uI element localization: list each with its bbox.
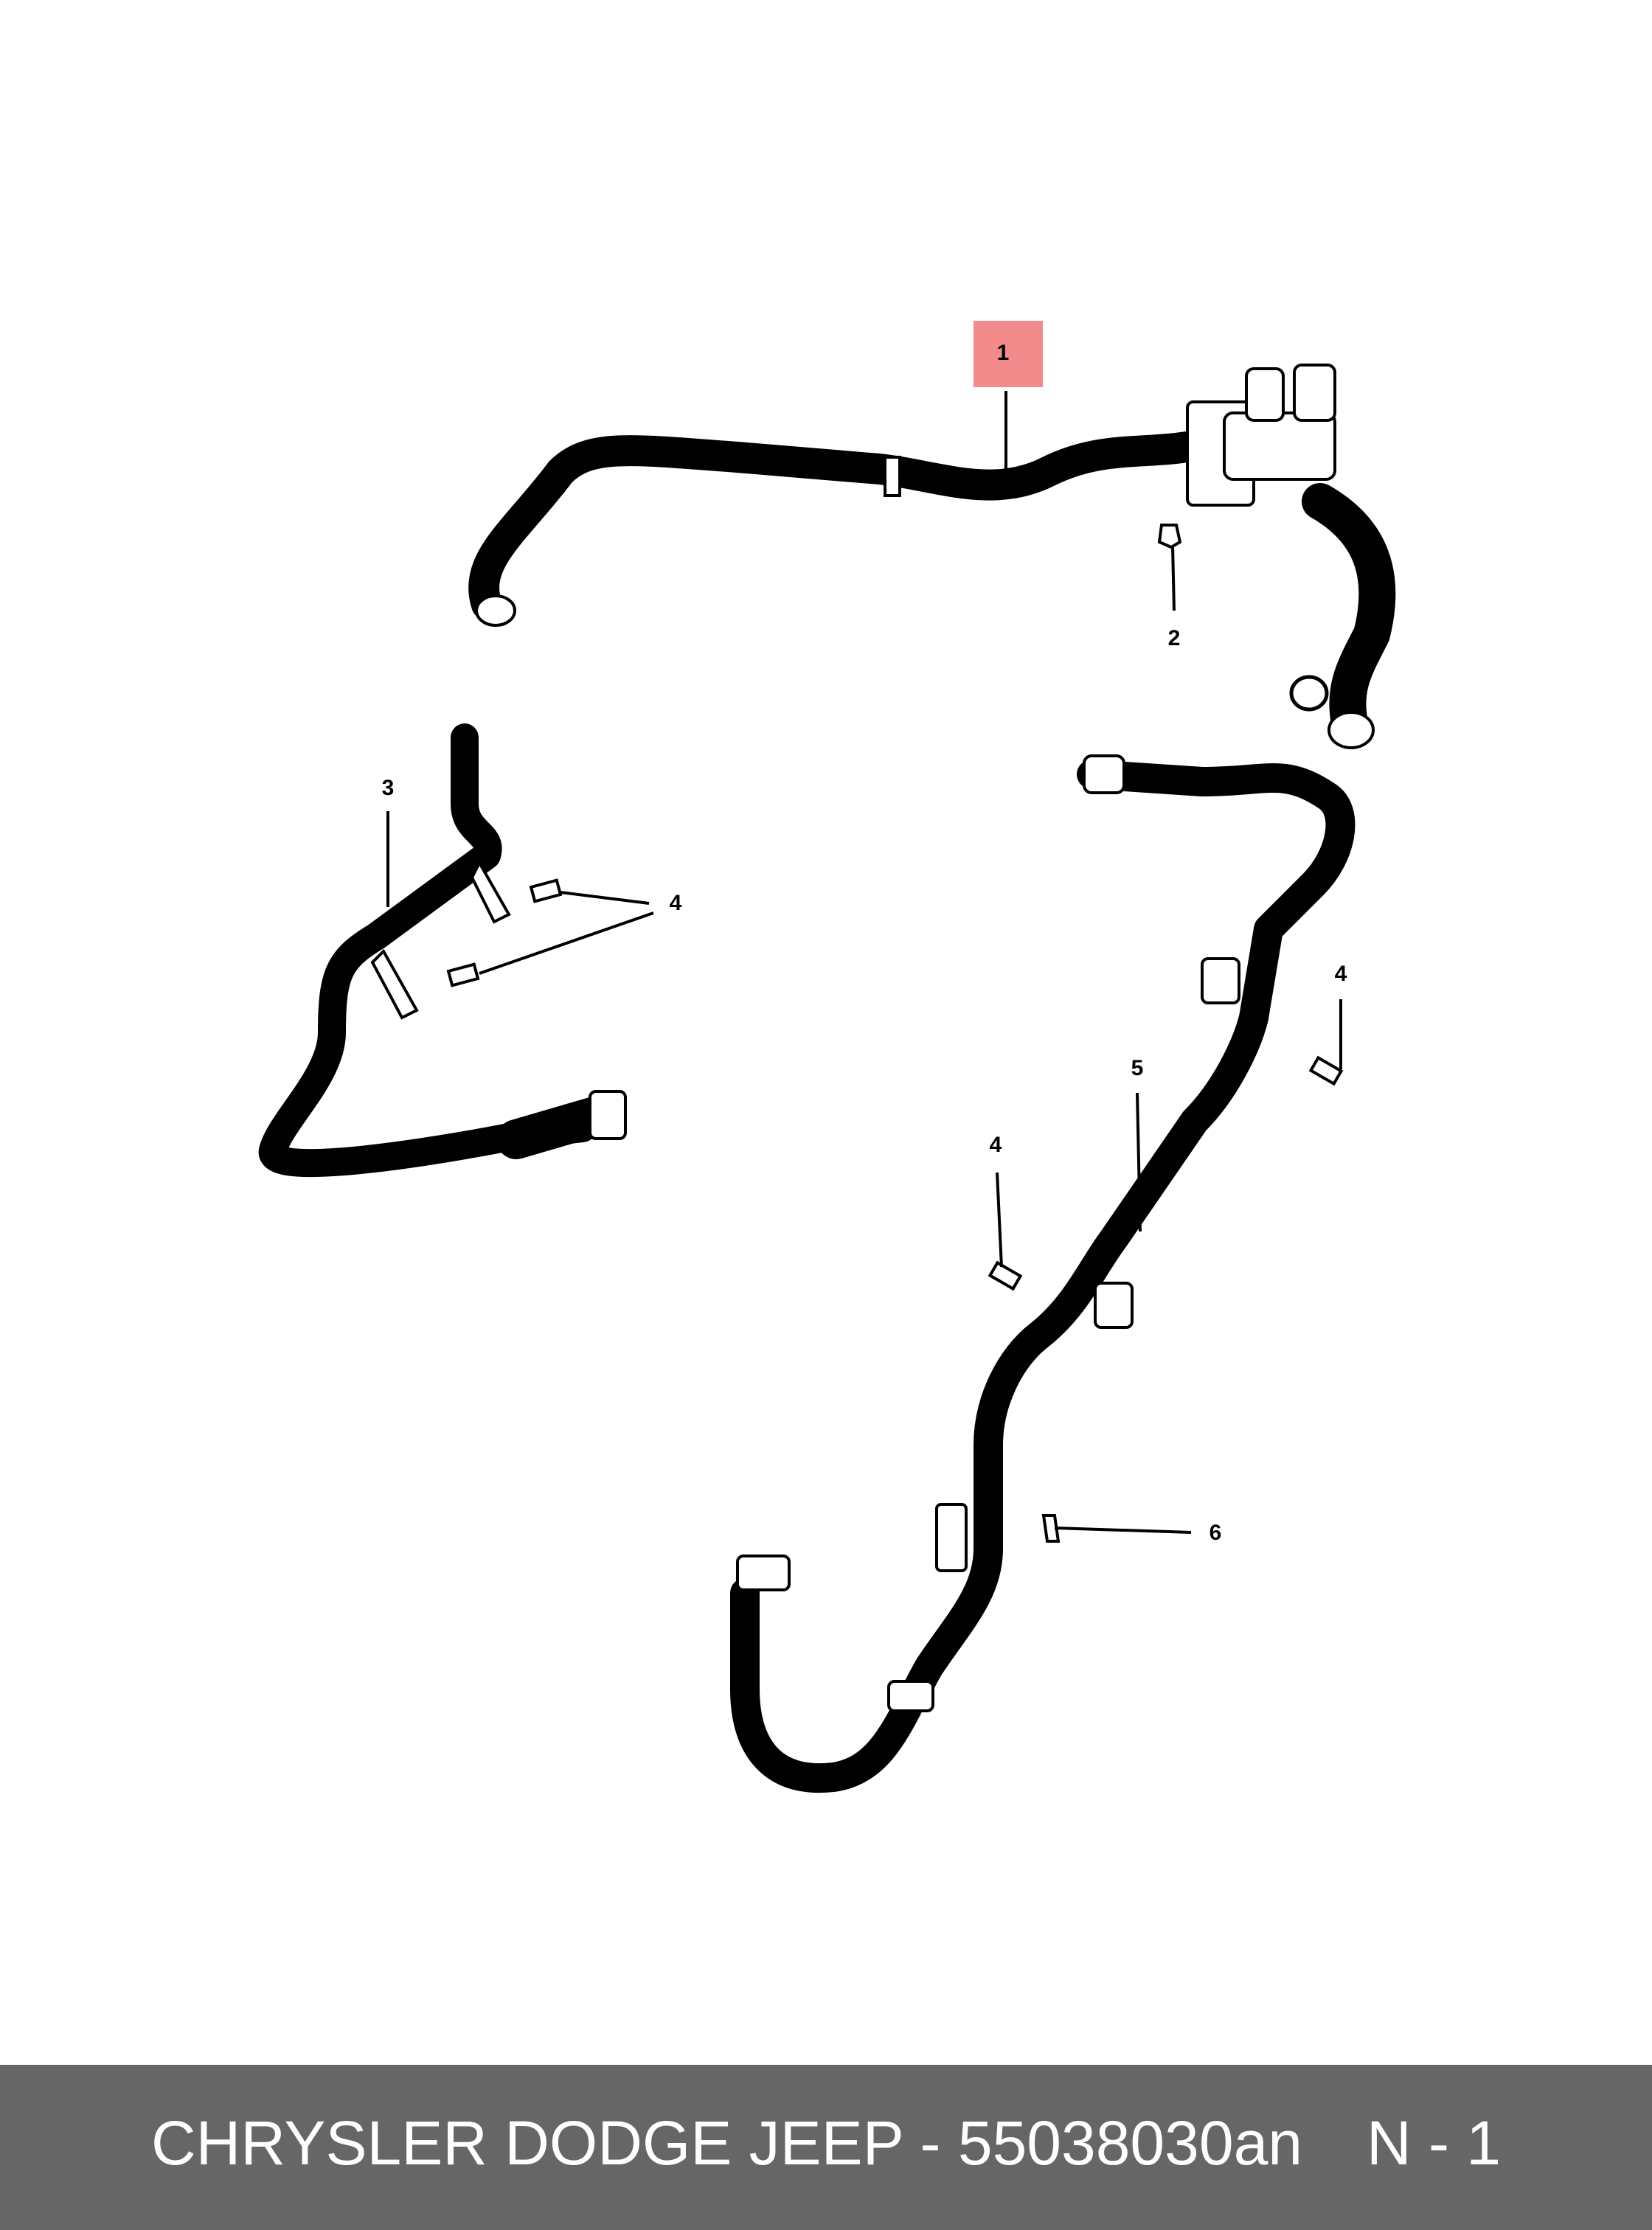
callout-label: 5 bbox=[1131, 1056, 1144, 1080]
hose-clamp bbox=[887, 1680, 934, 1712]
hose-end-fitting bbox=[475, 594, 516, 627]
callout-label: 4 bbox=[990, 1133, 1002, 1157]
callout-4: 4 bbox=[990, 1133, 1003, 1268]
tube-bracket bbox=[370, 948, 419, 1020]
callout-label: 2 bbox=[1168, 626, 1181, 650]
hose-end-fitting bbox=[1328, 711, 1375, 749]
callout-4 bbox=[479, 911, 654, 975]
callout-5: 5 bbox=[1131, 1056, 1144, 1232]
hose-clamp bbox=[589, 1090, 627, 1140]
footer-title: CHRYSLER DODGE JEEP - 55038030an bbox=[151, 2108, 1303, 2178]
hose-bracket bbox=[1094, 1282, 1134, 1329]
hose-bracket bbox=[1201, 957, 1240, 1004]
callout-4: 4 bbox=[1335, 962, 1347, 1069]
callout-label: 4 bbox=[1335, 962, 1347, 986]
hose-clamp bbox=[884, 456, 901, 497]
part-4-bolt bbox=[988, 1260, 1023, 1291]
callout-label: 4 bbox=[670, 891, 682, 915]
tube-bracket bbox=[470, 859, 511, 924]
footer-page-number: N - 1 bbox=[1367, 2108, 1502, 2178]
hose-clamp bbox=[736, 1555, 791, 1591]
part-2-clip bbox=[1157, 524, 1182, 549]
callout-1: 1 bbox=[997, 341, 1010, 479]
callout-3: 3 bbox=[382, 776, 395, 907]
part-4-bolt bbox=[446, 962, 480, 987]
valve-body bbox=[1223, 411, 1336, 481]
callout-label: 1 bbox=[997, 341, 1010, 365]
callout-highlight bbox=[974, 321, 1043, 387]
part-3-tube bbox=[259, 723, 627, 1178]
callout-4: 4 bbox=[560, 891, 682, 915]
hose-bracket bbox=[935, 1503, 968, 1572]
parts-diagram: 1 2 3 4 4 4 5 6 bbox=[259, 321, 1396, 1793]
part-4-bolt bbox=[1308, 1055, 1344, 1086]
part-5-hose bbox=[730, 754, 1356, 1793]
part-4-bolt bbox=[529, 878, 563, 903]
hose-end-fitting bbox=[1083, 754, 1125, 794]
callout-2: 2 bbox=[1168, 545, 1181, 650]
part-6-clip bbox=[1041, 1514, 1061, 1543]
callout-label: 3 bbox=[382, 776, 395, 800]
callout-label: 6 bbox=[1210, 1521, 1222, 1545]
part-1-heater-hose bbox=[468, 364, 1396, 749]
hose-clamp bbox=[1289, 675, 1329, 712]
footer-bar bbox=[0, 2065, 1652, 2230]
callout-6: 6 bbox=[1054, 1521, 1222, 1545]
